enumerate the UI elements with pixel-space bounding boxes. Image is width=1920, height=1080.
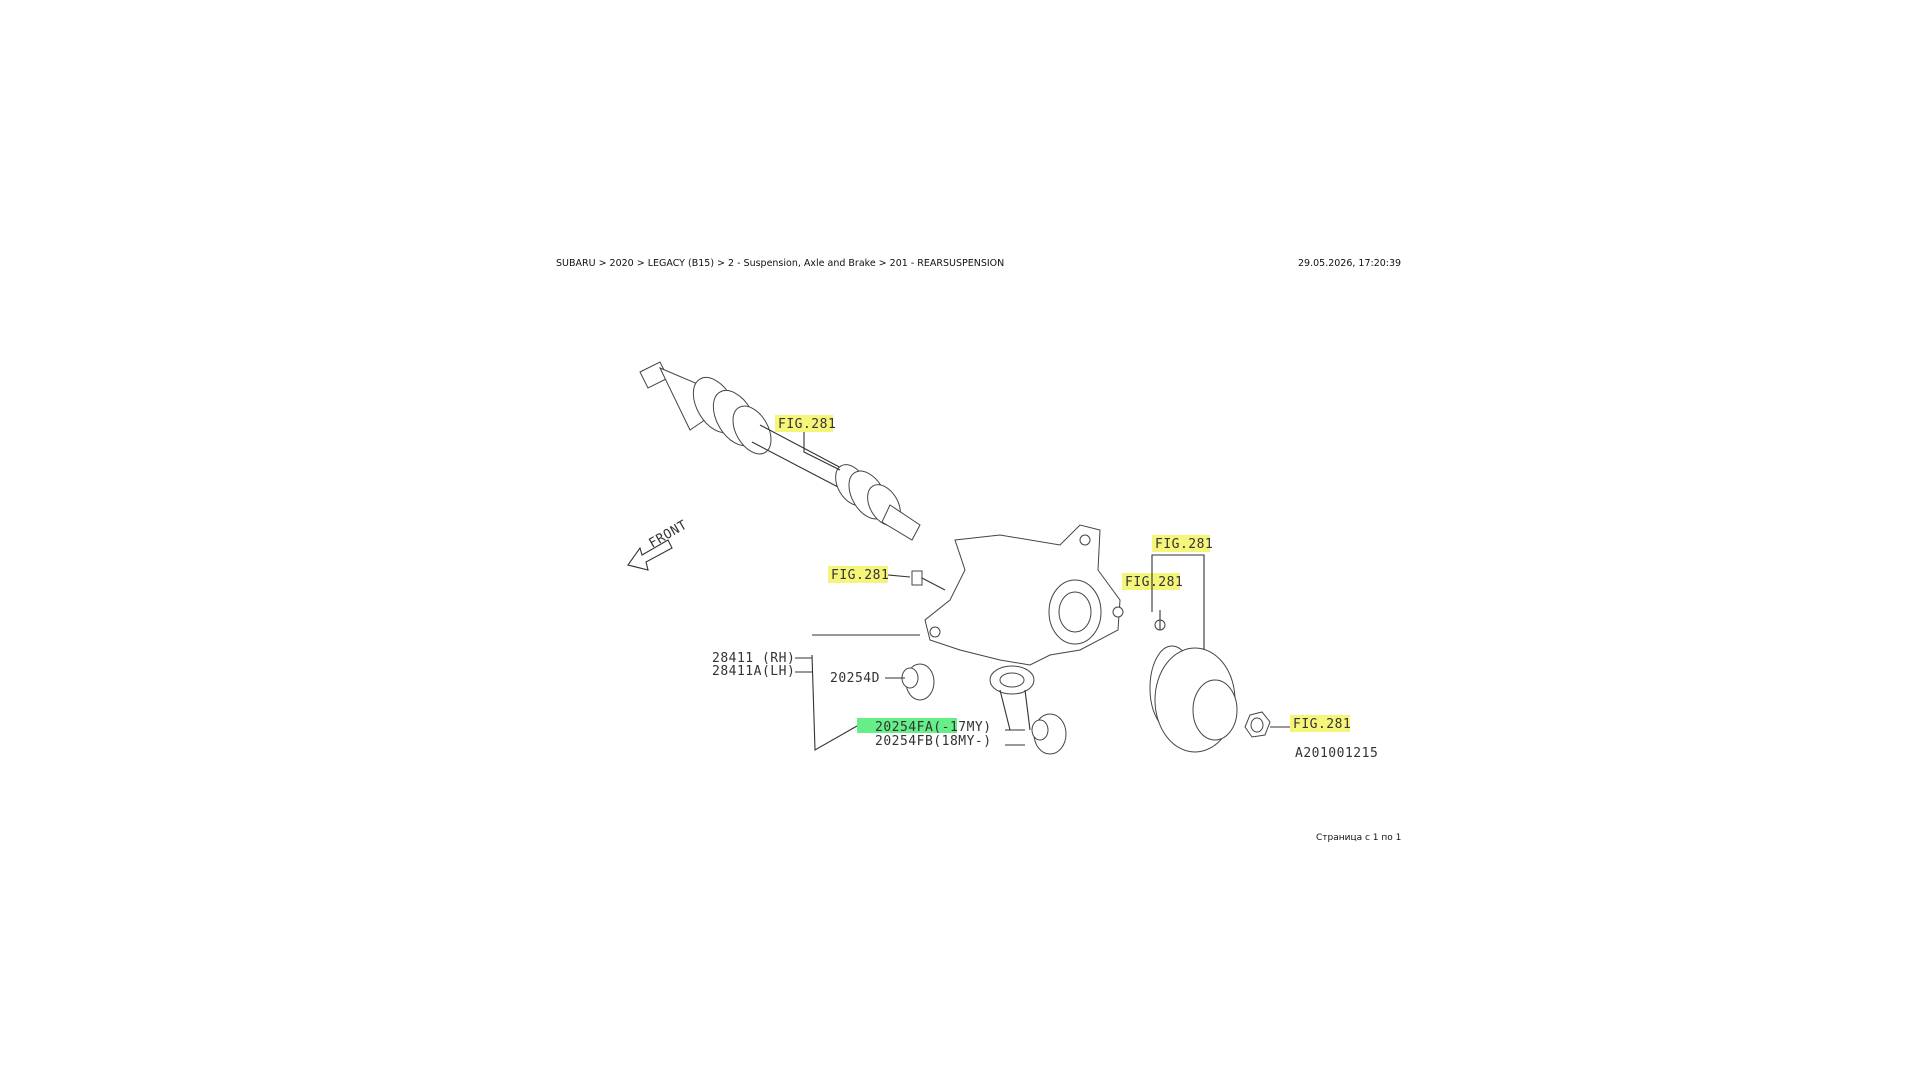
diagram-code: A201001215 bbox=[1295, 746, 1378, 761]
bushing-20254f bbox=[1031, 713, 1067, 755]
hub-bearing bbox=[1149, 610, 1238, 753]
knuckle-bolt bbox=[911, 570, 946, 591]
part-label-lh: 28411A(LH) bbox=[712, 664, 795, 679]
drive-shaft bbox=[639, 361, 921, 541]
page-info: Страница с 1 по 1 bbox=[1316, 833, 1402, 843]
leader-lines bbox=[795, 432, 1290, 751]
fig-label-bolt[interactable]: FIG.281 bbox=[831, 568, 889, 583]
fig-label-hub-bolt[interactable]: FIG.281 bbox=[1125, 575, 1183, 590]
part-label-bushing-b: 20254FB(18MY-) bbox=[875, 734, 992, 749]
part-label-bushing-a: 20254FA(-17MY) bbox=[875, 720, 992, 735]
knuckle bbox=[924, 524, 1124, 731]
hub-nut bbox=[1244, 711, 1271, 738]
fig-label-hub-top[interactable]: FIG.281 bbox=[1155, 537, 1213, 552]
part-label-rh: 28411 (RH) bbox=[712, 651, 795, 666]
timestamp: 29.05.2026, 17:20:39 bbox=[1298, 258, 1402, 269]
fig-label-shaft[interactable]: FIG.281 bbox=[778, 417, 836, 432]
fig-label-nut[interactable]: FIG.281 bbox=[1293, 717, 1351, 732]
label-highlights bbox=[775, 415, 1350, 733]
bushing-20254d bbox=[901, 663, 935, 701]
front-arrow-icon bbox=[627, 539, 673, 571]
front-label: FRONT bbox=[647, 518, 691, 552]
part-label-bushing: 20254D bbox=[830, 671, 880, 686]
breadcrumb: SUBARU > 2020 > LEGACY (B15) > 2 - Suspe… bbox=[556, 258, 1005, 269]
